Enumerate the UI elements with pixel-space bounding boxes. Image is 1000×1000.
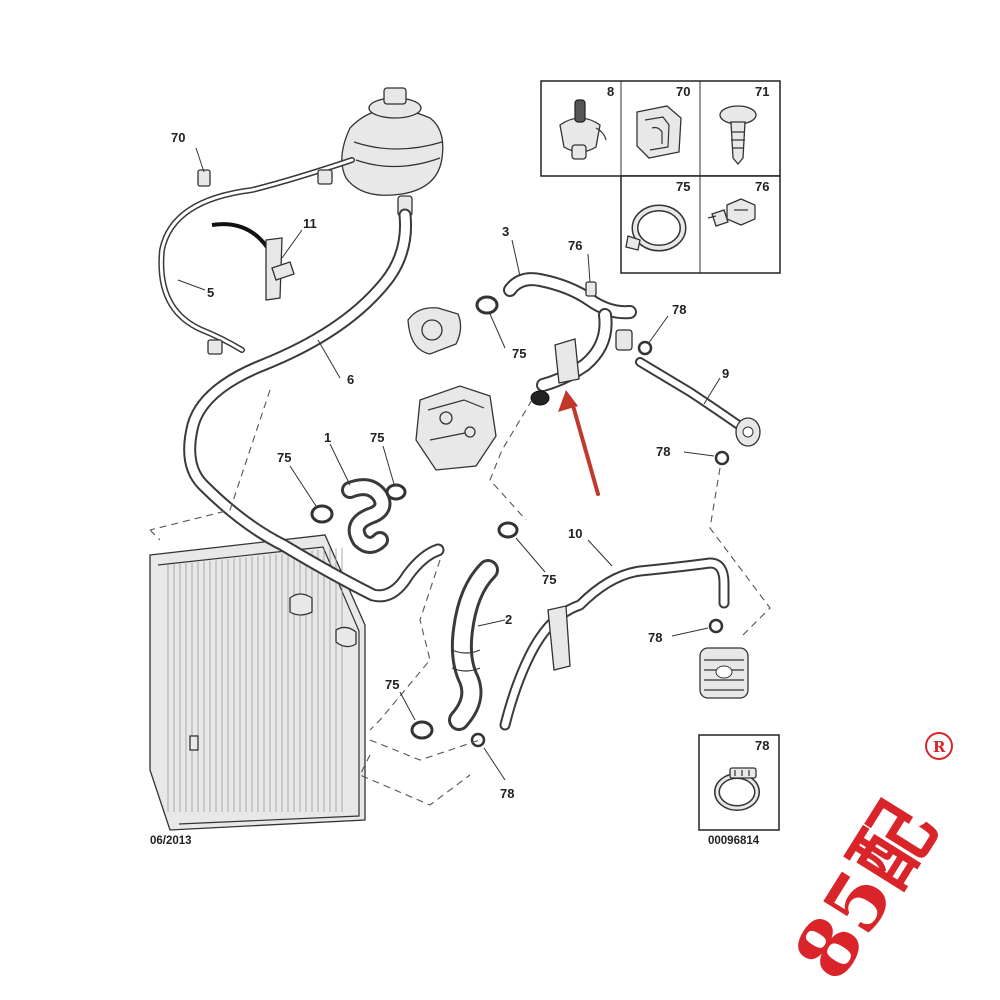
callout-78-a: 78	[672, 302, 686, 317]
callout-78-b: 78	[656, 444, 670, 459]
clamp-75-small-a	[475, 295, 499, 315]
inset-label-8: 8	[607, 84, 614, 99]
registered-mark-letter: R	[933, 738, 946, 756]
callout-2: 2	[505, 612, 512, 627]
hose-10	[499, 557, 730, 731]
clamp-78-small-d	[470, 732, 486, 748]
inset-panel-group: 8 70 71 75 76	[540, 80, 781, 274]
callout-5: 5	[207, 285, 214, 300]
clamp-78-small-b	[714, 450, 730, 466]
inset-label-78: 78	[755, 738, 769, 753]
oil-cooler	[699, 647, 749, 699]
clamp-78-small-c	[708, 618, 724, 634]
hose-2	[448, 559, 499, 731]
callout-9: 9	[722, 366, 729, 381]
hose-6	[183, 208, 445, 603]
callout-75-f: 75	[385, 677, 399, 692]
callout-78-c: 78	[648, 630, 662, 645]
clip-70-icon	[636, 105, 682, 159]
callout-3: 3	[502, 224, 509, 239]
inset-label-76: 76	[755, 179, 769, 194]
callout-1: 1	[324, 430, 331, 445]
clamp-78-icon	[714, 767, 760, 811]
callout-70: 70	[171, 130, 185, 145]
inset-label-75: 75	[676, 179, 690, 194]
bolt-76-icon	[707, 198, 756, 227]
hose-5	[158, 157, 355, 355]
expansion-tank	[341, 87, 444, 217]
callout-leaders	[177, 147, 721, 781]
assembly-dashed-lines	[149, 389, 771, 806]
callout-75-b: 75	[512, 346, 526, 361]
inset-label-71: 71	[755, 84, 769, 99]
date-code: 06/2013	[150, 835, 192, 847]
clamp-75-small-b	[310, 504, 334, 524]
hose-11	[211, 222, 295, 301]
pipe-9	[635, 357, 761, 447]
rivet-71-icon	[719, 105, 757, 166]
clamp-78-small-a	[637, 340, 653, 356]
clamp-75-small-d	[497, 521, 519, 539]
callout-labels: 70 11 5 6 3 76 78 75 9 1 75 75 78 10 75 …	[171, 130, 729, 801]
clip-70-small-icon	[197, 169, 211, 187]
registered-mark-icon	[925, 732, 953, 760]
callout-76: 76	[568, 238, 582, 253]
callout-78-d: 78	[500, 786, 514, 801]
reference-code: 00096814	[708, 835, 760, 847]
clamp-75-small-e	[410, 720, 434, 740]
callout-6: 6	[347, 372, 354, 387]
clamp-75-icon	[625, 204, 687, 252]
callout-11: 11	[303, 216, 317, 231]
radiator-fins	[167, 547, 343, 812]
inset-label-70: 70	[676, 84, 690, 99]
watermark-text: 85配	[777, 789, 953, 995]
callout-75-d: 75	[277, 450, 291, 465]
watermark: R 85配	[777, 732, 953, 995]
screw-76-small	[585, 281, 597, 297]
thermostat-housing	[407, 307, 497, 471]
hose-3	[503, 272, 637, 406]
callout-10: 10	[568, 526, 582, 541]
inset-panel-78: 78	[698, 734, 780, 831]
callout-75-e: 75	[542, 572, 556, 587]
clamp-75-small-c	[385, 483, 407, 501]
highlight-arrow-icon	[558, 390, 600, 496]
callout-75-c: 75	[370, 430, 384, 445]
radiator	[149, 534, 366, 831]
connector-8-icon	[559, 99, 607, 160]
hose-1	[341, 478, 392, 554]
